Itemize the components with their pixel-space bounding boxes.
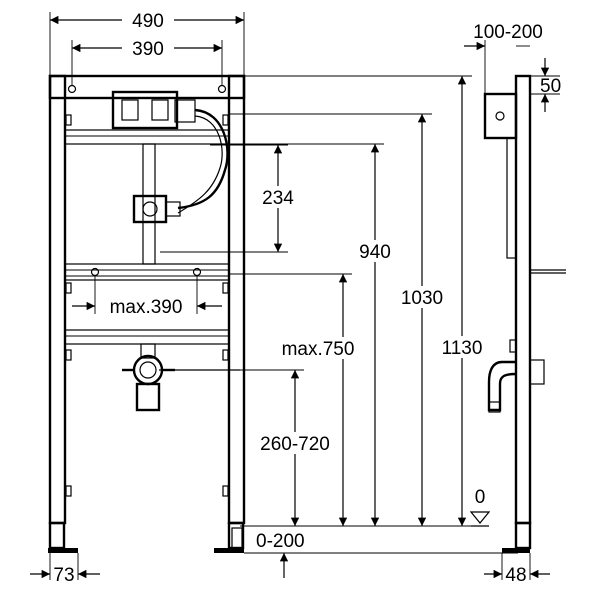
dimension-label-260-720: 260-720 <box>260 434 330 455</box>
floor-zero-label: 0 <box>475 487 486 508</box>
dimension-label-1030: 1030 <box>401 288 443 309</box>
dimension-label-490: 490 <box>132 11 164 32</box>
side-view-frame <box>483 74 566 553</box>
dimension-234: 234 <box>160 144 302 253</box>
dimension-490: 490 <box>49 8 245 76</box>
dimension-1130: 1130 <box>244 75 490 526</box>
dimension-940: 940 <box>230 143 398 526</box>
dimension-label-390: 390 <box>132 39 164 60</box>
dimension-label-234: 234 <box>262 188 294 209</box>
dimension-label-max-750: max.750 <box>282 339 355 360</box>
dimension-73: 73 <box>30 553 100 586</box>
dimension-label-1130: 1130 <box>442 338 483 359</box>
dimension-max-390: max.390 <box>72 276 222 318</box>
dimension-label-50: 50 <box>540 76 561 97</box>
dimension-390: 390 <box>71 36 223 86</box>
dimension-50: 50 <box>530 58 561 112</box>
front-view-frame <box>48 74 246 553</box>
dimension-48: 48 <box>484 553 550 586</box>
dimension-label-73: 73 <box>53 565 74 586</box>
dimension-label-48: 48 <box>505 565 526 586</box>
dimension-260-720: 260-720 <box>240 369 338 526</box>
dimension-0-200: 0-200 <box>244 531 518 578</box>
dimension-max-750: max.750 <box>230 273 364 526</box>
drain-assembly <box>122 343 240 412</box>
dimension-1030: 1030 <box>230 113 450 526</box>
dimension-label-max-390: max.390 <box>110 297 183 318</box>
valve-assembly <box>70 90 229 265</box>
dimension-100-200: 100-200 <box>464 22 543 94</box>
dimension-label-0-200: 0-200 <box>256 531 305 552</box>
dimension-label-100-200: 100-200 <box>473 22 543 43</box>
floor-reference: 0 <box>240 487 491 527</box>
dimension-label-940: 940 <box>359 242 391 263</box>
